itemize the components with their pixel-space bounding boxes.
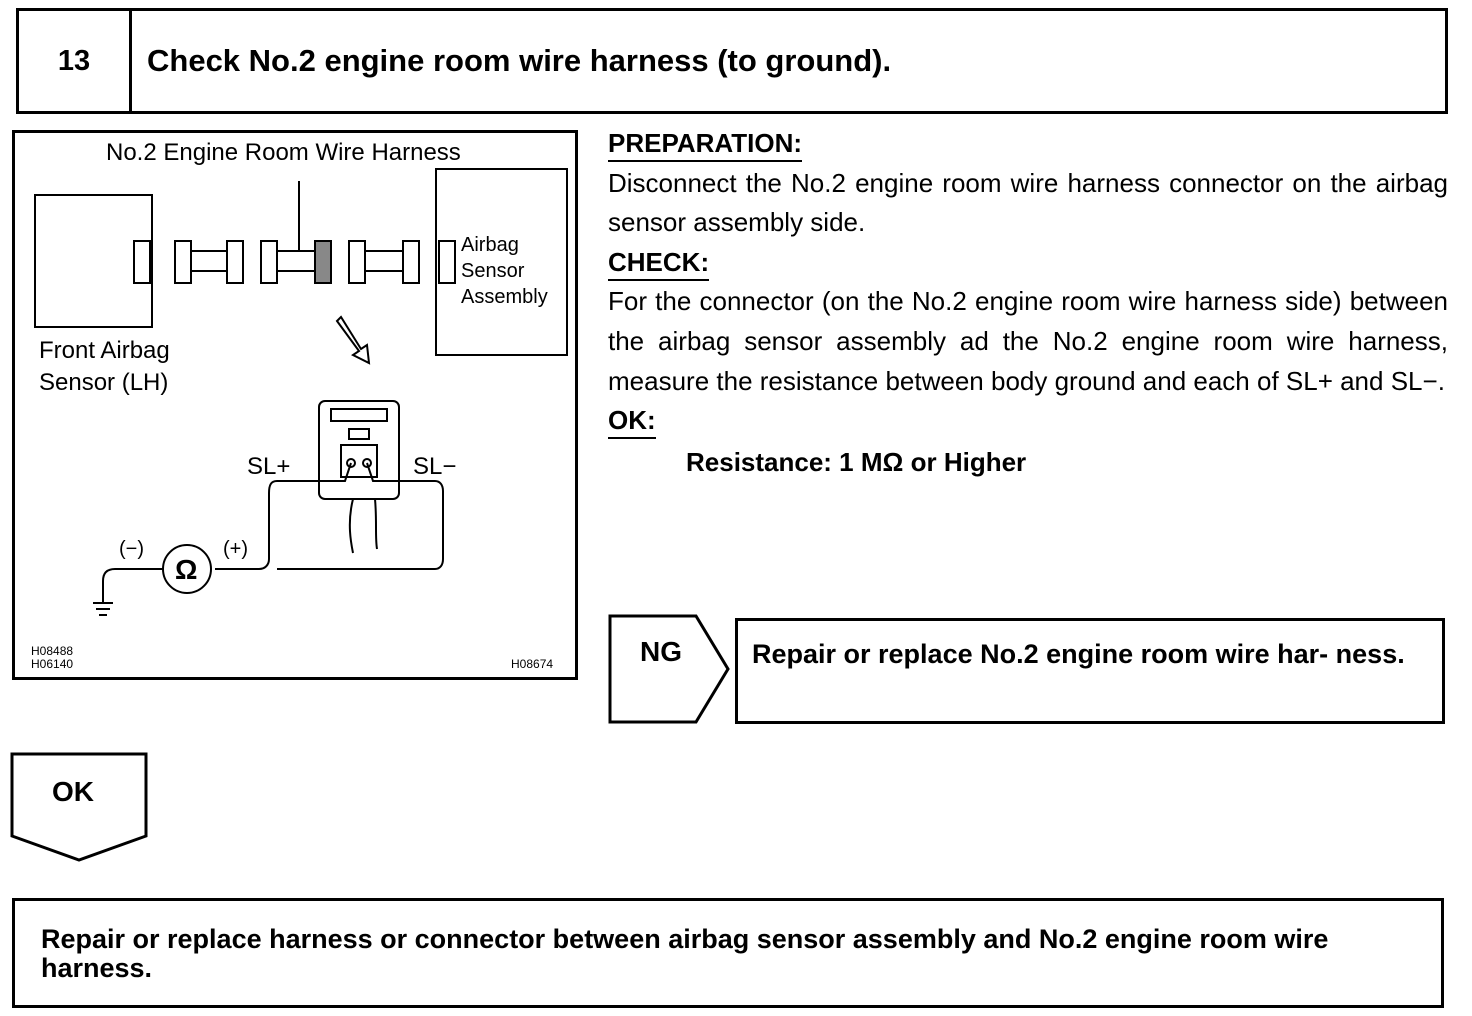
airbag-sensor-label-line1: Airbag bbox=[461, 234, 519, 256]
ok-arrow-tab bbox=[10, 752, 148, 862]
diagram-drawing bbox=[34, 168, 568, 616]
airbag-sensor-assembly-box bbox=[435, 168, 568, 356]
meter-positive-label: (+) bbox=[223, 538, 248, 560]
front-sensor-label-line1: Front Airbag bbox=[39, 337, 170, 364]
ok-spec: Resistance: 1 MΩ or Higher bbox=[686, 446, 1027, 477]
lead-sl-minus bbox=[277, 462, 444, 570]
front-airbag-sensor-box bbox=[34, 194, 153, 328]
airbag-sensor-label-line3: Assembly bbox=[461, 286, 548, 308]
connector-3 bbox=[348, 240, 366, 284]
ok-branch-label: OK bbox=[52, 776, 94, 807]
check-label: CHECK: bbox=[608, 245, 710, 281]
harness-label: No.2 Engine Room Wire Harness bbox=[106, 139, 461, 166]
step-header: 13 Check No.2 engine room wire harness (… bbox=[16, 8, 1448, 114]
wiring-diagram: No.2 Engine Room Wire Harness Airbag Sen… bbox=[12, 130, 578, 680]
instructions: PREPARATION: Disconnect the No.2 engine … bbox=[608, 124, 1448, 482]
ohm-icon: Ω bbox=[175, 554, 198, 585]
figure-code-2: H06140 bbox=[31, 657, 74, 671]
front-sensor-label-line2: Sensor (LH) bbox=[39, 369, 169, 396]
lead-sl-plus bbox=[215, 462, 352, 570]
terminal-sl-plus-label: SL+ bbox=[247, 453, 291, 480]
terminal-sl-minus-label: SL− bbox=[413, 453, 457, 480]
ng-arrow-tab bbox=[608, 614, 730, 724]
ground-lead bbox=[102, 568, 116, 603]
preparation-text: Disconnect the No.2 engine room wire har… bbox=[608, 167, 1448, 238]
airbag-sensor-label-line2: Sensor bbox=[461, 260, 525, 282]
direction-arrow bbox=[335, 315, 371, 365]
figure-code-1: H08488 bbox=[31, 644, 74, 658]
figure-code-3: H08674 bbox=[511, 657, 554, 671]
ok-label: OK: bbox=[608, 403, 656, 440]
connector-face bbox=[318, 400, 400, 500]
connector-1 bbox=[174, 240, 192, 284]
connector-2 bbox=[260, 240, 278, 284]
final-action-box: Repair or replace harness or connector b… bbox=[12, 898, 1444, 1008]
ng-action-box: Repair or replace No.2 engine room wire … bbox=[735, 618, 1445, 724]
step-number: 13 bbox=[19, 11, 132, 111]
preparation-label: PREPARATION: bbox=[608, 126, 803, 162]
step-title: Check No.2 engine room wire harness (to … bbox=[147, 43, 892, 78]
meter-negative-label: (−) bbox=[119, 538, 144, 560]
check-text: For the connector (on the No.2 engine ro… bbox=[608, 286, 1448, 396]
ng-label: NG bbox=[640, 636, 682, 667]
hatched-connector bbox=[314, 240, 332, 284]
